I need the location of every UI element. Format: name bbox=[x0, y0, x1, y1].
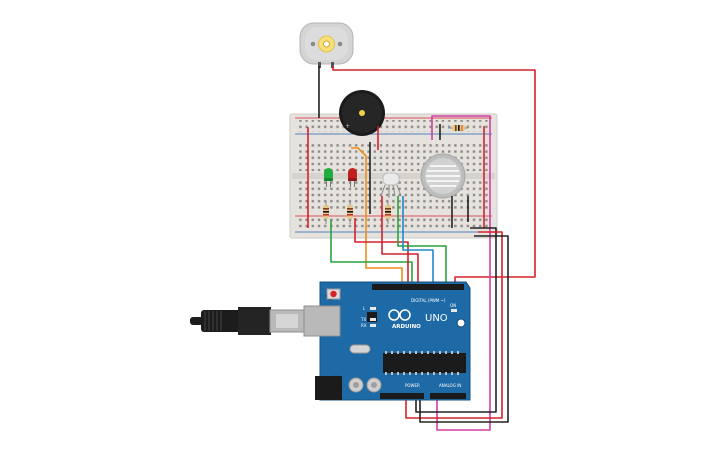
wire-rgb-red bbox=[381, 196, 419, 288]
green-led[interactable] bbox=[324, 168, 333, 187]
piezo-buzzer[interactable]: + bbox=[339, 90, 385, 136]
wire-rgb-blue bbox=[402, 196, 434, 288]
gas-sensor[interactable] bbox=[420, 153, 466, 199]
led-label-tx: TX bbox=[360, 317, 366, 322]
resistor-gas-sensor[interactable] bbox=[448, 125, 468, 131]
wire-motor-red bbox=[332, 66, 536, 288]
wire-sensor-magenta bbox=[431, 115, 491, 431]
led-label-rx: RX bbox=[361, 323, 367, 328]
wire-power-black bbox=[415, 227, 497, 413]
resistor-green-led[interactable] bbox=[323, 201, 329, 224]
resistor-rgb[interactable] bbox=[385, 201, 391, 224]
dc-motor[interactable] bbox=[299, 22, 354, 68]
wires bbox=[307, 66, 536, 431]
on-label: ON bbox=[450, 303, 456, 308]
red-led[interactable] bbox=[348, 168, 357, 187]
analog-header-label: ANALOG IN bbox=[439, 383, 461, 388]
svg-text:+: + bbox=[345, 123, 350, 130]
power-header-label: POWER bbox=[405, 383, 420, 388]
wire-led-green bbox=[330, 220, 413, 288]
digital-header-label: DIGITAL (PWM ~) bbox=[411, 298, 446, 303]
resistor-red-led[interactable] bbox=[347, 201, 353, 224]
board-brand: ARDUINO bbox=[392, 324, 421, 330]
wire-power-red bbox=[405, 231, 503, 419]
rgb-led[interactable] bbox=[380, 172, 402, 198]
led-label-l: L bbox=[363, 306, 366, 311]
arduino-uno[interactable] bbox=[303, 281, 471, 401]
usb-cable[interactable] bbox=[190, 307, 305, 335]
wire-power-black-2 bbox=[419, 235, 509, 423]
board-model: UNO bbox=[425, 313, 448, 324]
wire-buzzer-orange bbox=[351, 147, 403, 288]
wire-rgb-green bbox=[397, 196, 447, 288]
